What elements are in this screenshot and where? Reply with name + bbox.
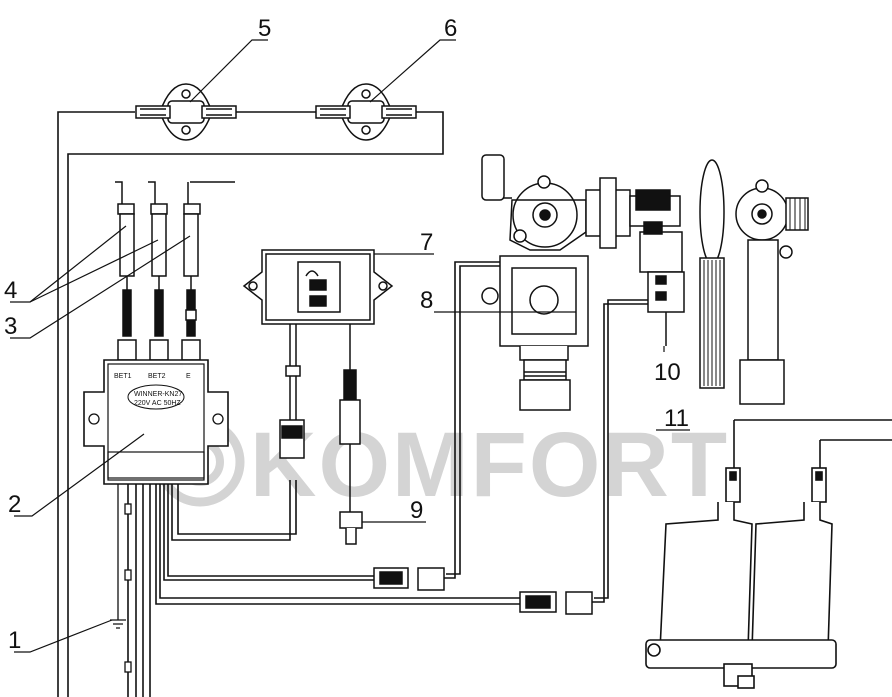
wiring-loops [57,111,892,697]
callout-6: 6 [444,15,457,42]
terminal-label-bet2: BET2 [148,373,166,380]
callout-3: 3 [4,313,17,340]
nameplate-line1: WINNER-KN27 [134,391,182,398]
callout-numbers: 1 2 3 4 5 6 7 8 9 10 11 [4,15,689,654]
thermostat-6 [315,83,417,141]
callout-9: 9 [410,497,423,524]
callout-2: 2 [8,491,21,518]
pressure-switch [639,221,685,346]
harness-connectors [373,567,593,615]
callout-8: 8 [420,287,433,314]
callout-4: 4 [4,277,17,304]
ground-wire [110,484,132,673]
callout-5: 5 [258,15,271,42]
callout-1: 1 [8,627,21,654]
ignition-unit: BET1 BET2 E WINNER-KN27 220V AC 50HZ [83,359,229,485]
display-module [242,249,394,545]
gas-valve-motor [481,154,681,411]
terminal-label-e: E [186,373,191,380]
watermark-brand-text: KOMFORT [250,414,729,516]
callout-7: 7 [420,229,433,256]
callout-11: 11 [664,405,689,432]
terminal-label-bet1: BET1 [114,373,132,380]
heat-exchanger-tap [699,159,809,405]
komfort-watermark: KOMFORT [155,414,729,516]
nameplate-line2: 220V AC 50HZ [134,400,181,407]
thermostat-5 [135,83,237,141]
leader-lines [10,39,690,653]
callout-10: 10 [654,359,681,386]
ignition-electrodes [115,181,235,361]
pump-motor [645,467,837,689]
